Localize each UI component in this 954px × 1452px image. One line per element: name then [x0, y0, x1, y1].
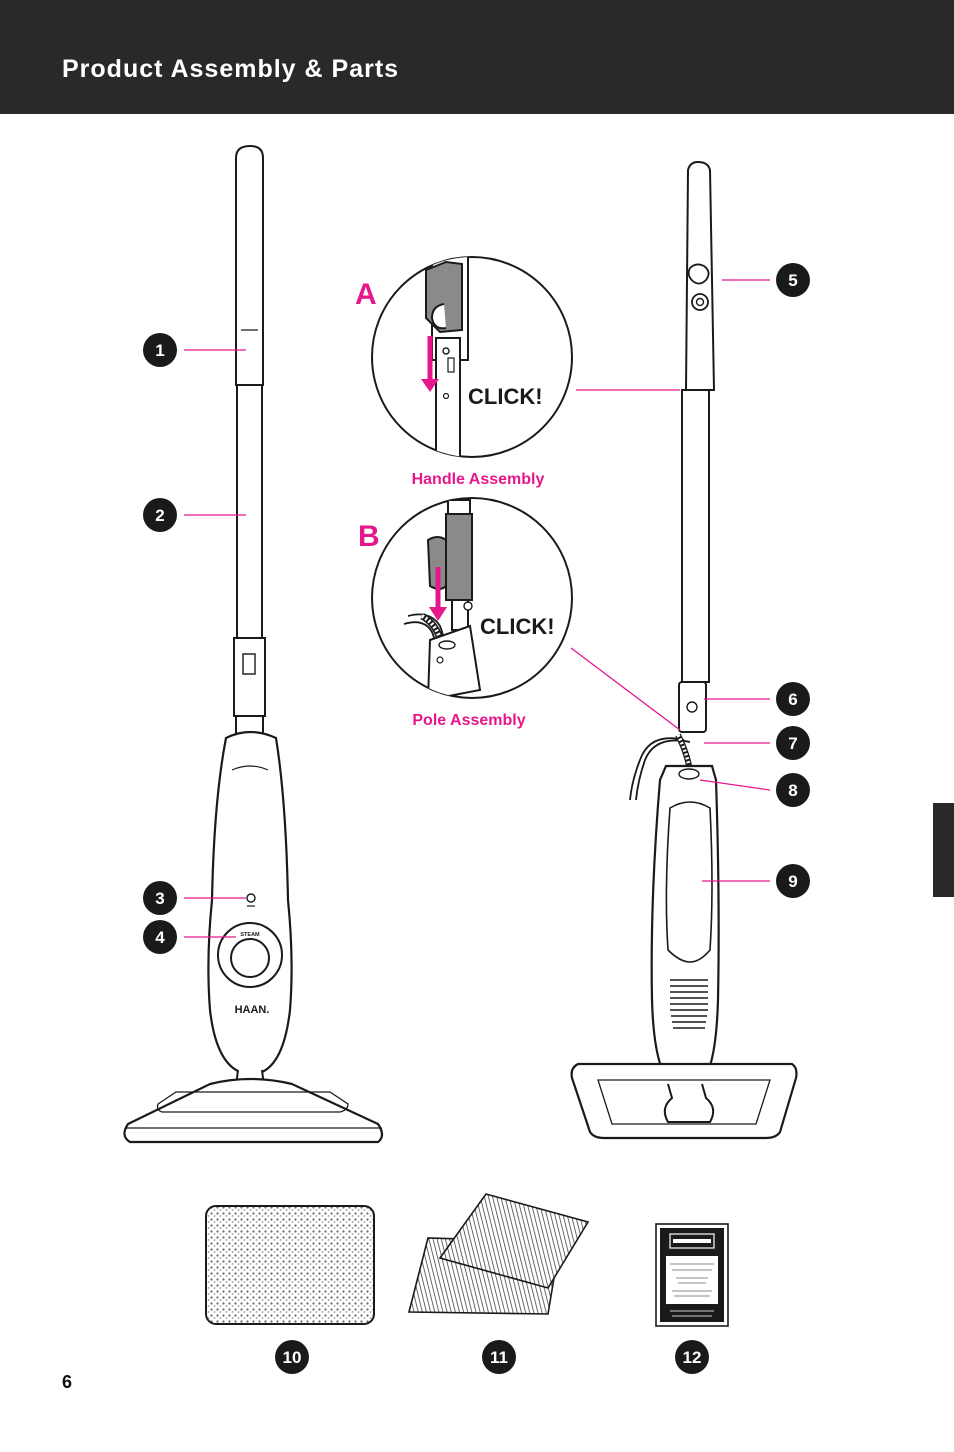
steam-button-label: STEAM — [240, 932, 260, 938]
callout-leaders — [184, 279, 771, 938]
detail-b-leader — [570, 647, 681, 731]
callout-4: 4 — [143, 920, 177, 954]
detail-b-letter: B — [358, 520, 380, 553]
callout-11: 11 — [482, 1340, 516, 1374]
callout-1: 1 — [143, 333, 177, 367]
detail-a-caption: Handle Assembly — [412, 471, 545, 488]
detail-a-click-label: CLICK! — [468, 384, 543, 409]
svg-text:9: 9 — [788, 872, 797, 891]
callout-12: 12 — [675, 1340, 709, 1374]
callout-2: 2 — [143, 498, 177, 532]
detail-a-letter: A — [355, 278, 377, 311]
svg-text:5: 5 — [788, 271, 797, 290]
callout-3: 3 — [143, 881, 177, 915]
svg-text:4: 4 — [155, 928, 165, 947]
callout-6: 6 — [776, 682, 810, 716]
svg-text:8: 8 — [788, 781, 797, 800]
callout-9: 9 — [776, 864, 810, 898]
callout-7: 7 — [776, 726, 810, 760]
callout-5: 5 — [776, 263, 810, 297]
svg-text:11: 11 — [490, 1348, 508, 1367]
mop-front-view — [123, 144, 384, 1144]
detail-b-pole-assembly — [371, 497, 573, 699]
page-number: 6 — [62, 1372, 73, 1392]
descaler-packet — [655, 1223, 729, 1327]
svg-text:7: 7 — [788, 734, 797, 753]
mop-brand-logo: HAAN. — [235, 1004, 270, 1016]
detail-b-click-label: CLICK! — [480, 614, 555, 639]
page-header: Product Assembly & Parts — [0, 0, 954, 114]
section-tab — [933, 803, 954, 897]
detail-a-handle-assembly — [371, 256, 573, 458]
microfiber-pads — [407, 1193, 590, 1315]
svg-text:6: 6 — [788, 690, 797, 709]
callout-8: 8 — [776, 773, 810, 807]
detail-b-caption: Pole Assembly — [412, 712, 525, 729]
page-title: Product Assembly & Parts — [62, 55, 400, 83]
svg-text:3: 3 — [155, 889, 164, 908]
callout-10: 10 — [275, 1340, 309, 1374]
microfiber-terry-pad — [205, 1205, 375, 1325]
svg-text:1: 1 — [155, 341, 164, 360]
svg-text:2: 2 — [155, 506, 164, 525]
svg-text:10: 10 — [283, 1348, 302, 1367]
mop-rear-view — [570, 160, 798, 1140]
svg-text:12: 12 — [683, 1348, 702, 1367]
